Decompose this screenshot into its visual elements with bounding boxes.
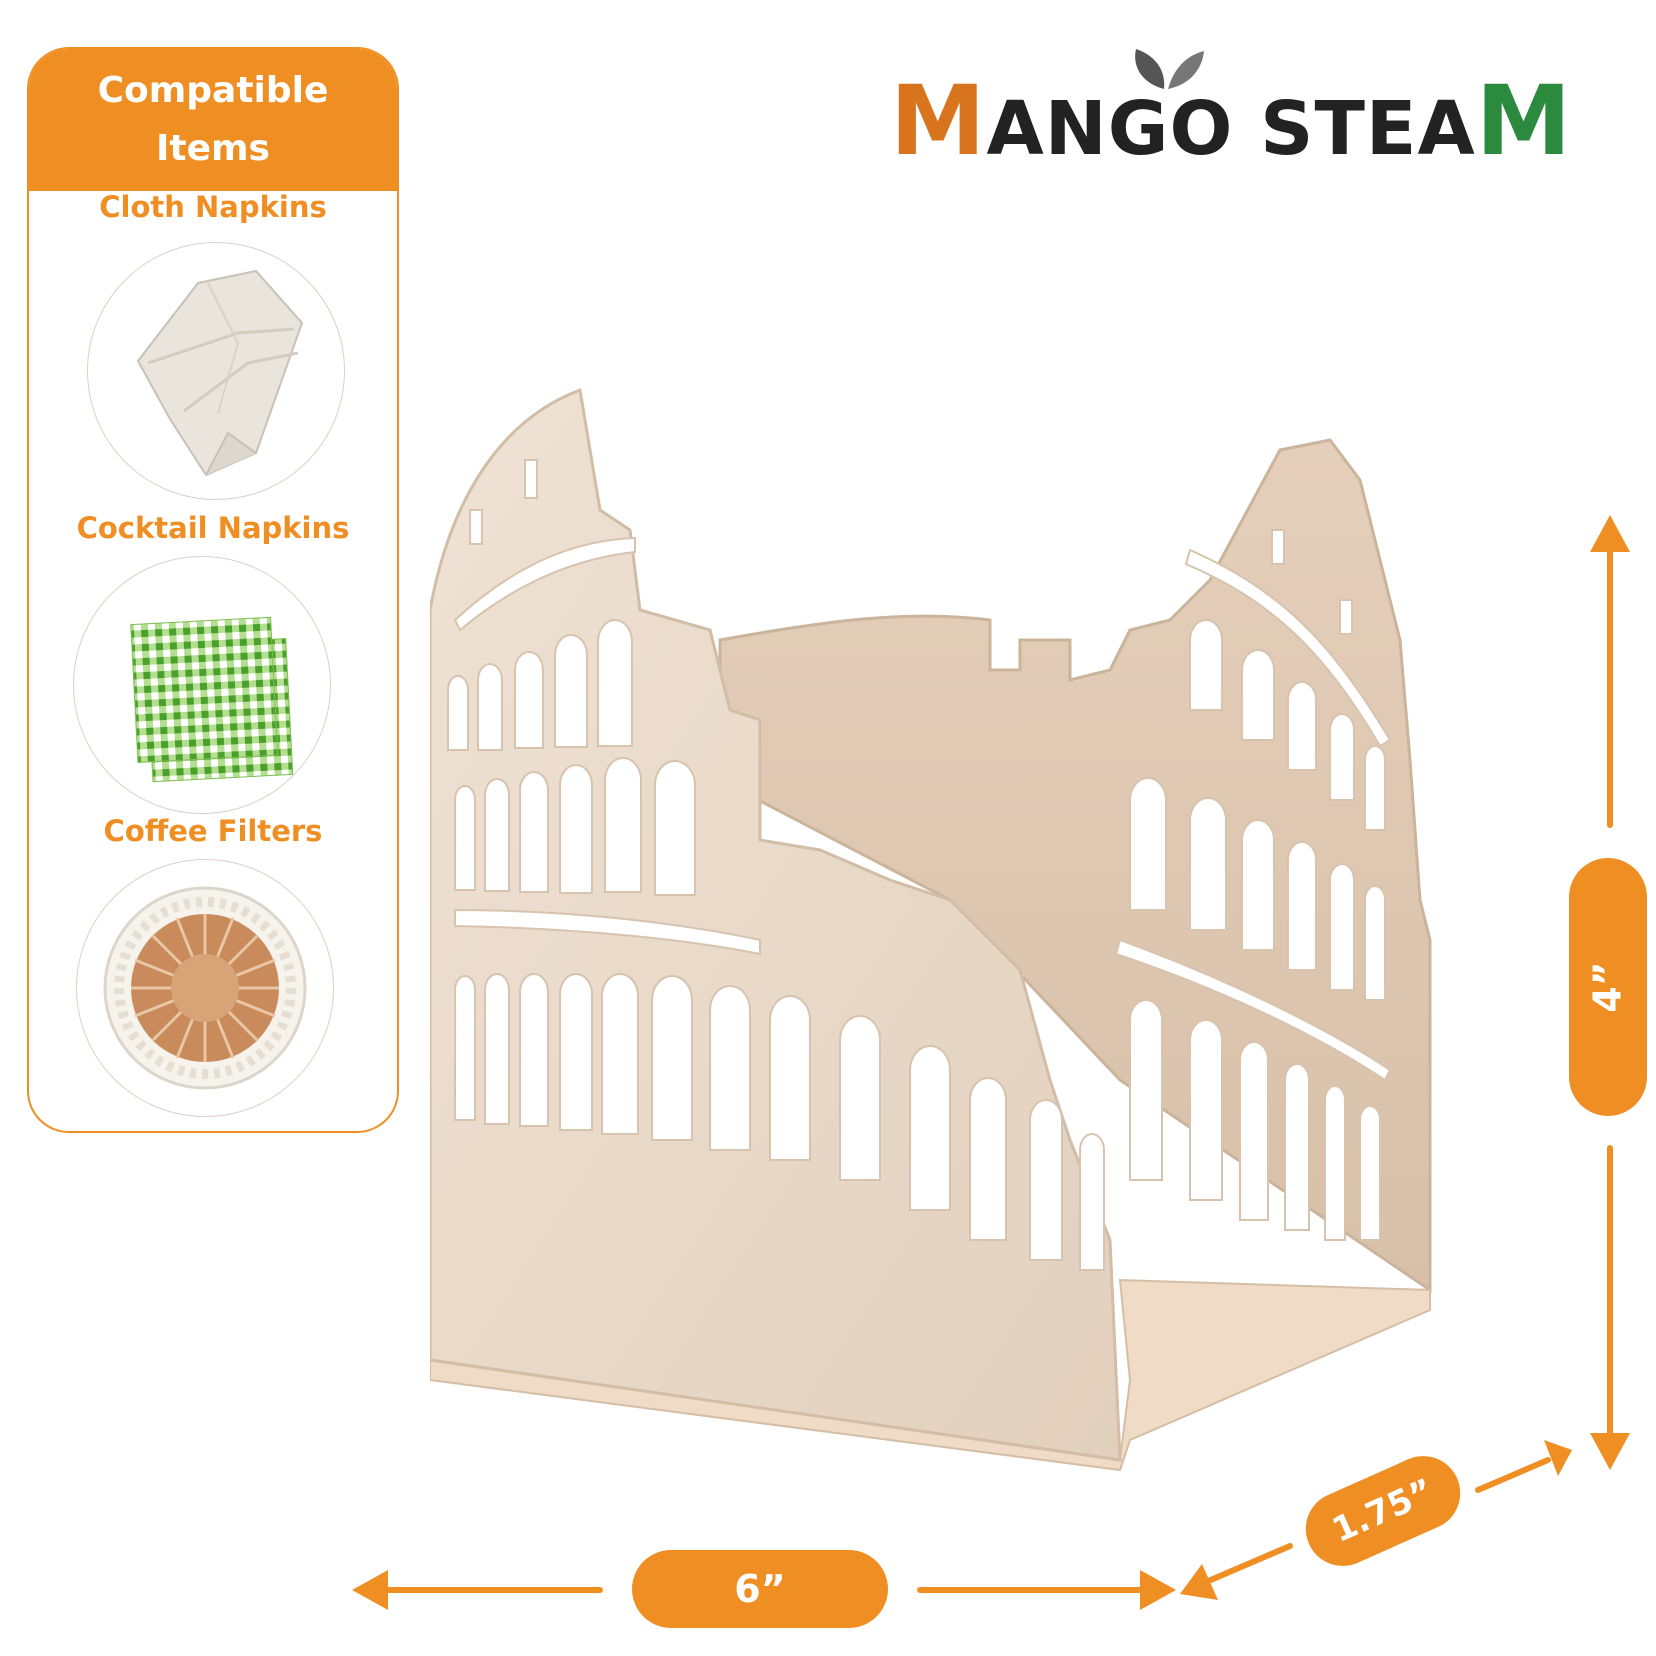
- item-label-cocktail-napkins: Cocktail Napkins: [76, 511, 350, 545]
- gingham-napkin-icon: [73, 556, 331, 814]
- depth-arrow-left: [1203, 1543, 1293, 1585]
- brand-first-letter: M: [890, 65, 987, 177]
- item-label-cloth-napkins: Cloth Napkins: [99, 190, 327, 224]
- height-dimension-badge: 4”: [1569, 858, 1647, 1116]
- brand-middle-text: ANGO STEA: [986, 86, 1476, 172]
- item-label-coffee-filters: Coffee Filters: [103, 814, 323, 848]
- card-title: Compatible Items: [29, 49, 397, 191]
- coffee-filter-icon: [76, 859, 334, 1117]
- brand-last-letter: M: [1475, 65, 1573, 177]
- width-dimension-badge: 6”: [632, 1550, 888, 1628]
- colosseum-napkin-holder-image: [430, 387, 1432, 1472]
- compatible-items-card: Compatible Items Cloth Napkins Cocktail …: [27, 47, 399, 1133]
- leaf-logo-icon: [1135, 49, 1204, 89]
- cloth-napkin-icon: [87, 242, 345, 500]
- brand-logo: MANGO STEAM: [890, 66, 1630, 176]
